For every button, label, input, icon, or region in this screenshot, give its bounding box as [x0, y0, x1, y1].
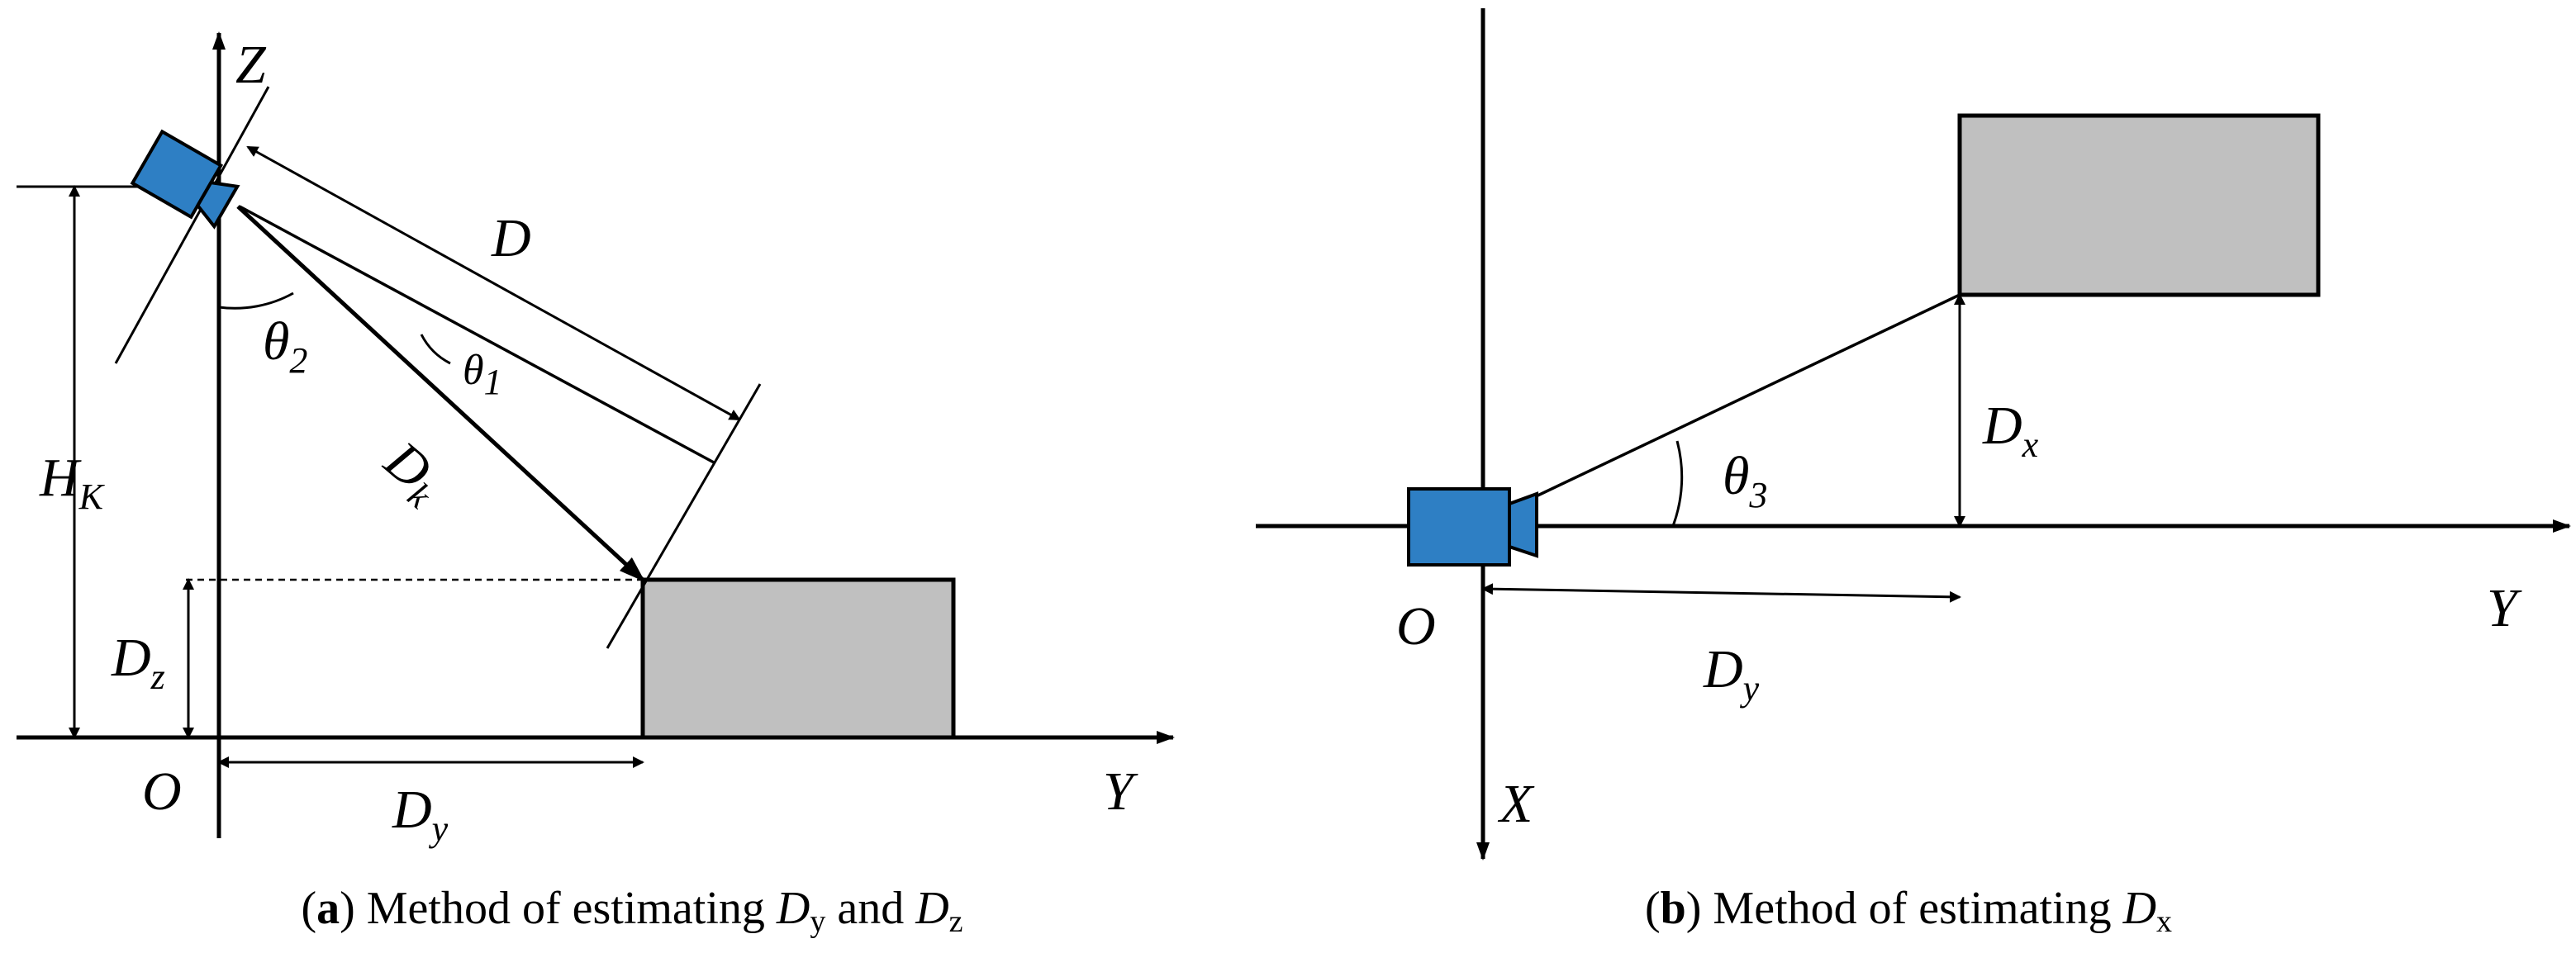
- Dk-arrow: [236, 205, 645, 582]
- caption-a: (a) Method of estimating Dy and Dz: [301, 883, 962, 939]
- panel-a: Z Y O D Dk θ1 θ2 HK Dz Dy (a) Method of …: [17, 31, 1175, 939]
- theta3-arc: [1671, 440, 1684, 527]
- camera-icon: [1407, 487, 1538, 567]
- theta3-label: θ3: [1723, 446, 1767, 515]
- theta2-arc: [218, 292, 294, 310]
- caption-b: (b) Method of estimating Dx: [1645, 883, 2172, 939]
- y-axis-label-b: Y: [2487, 578, 2522, 638]
- y-axis-label: Y: [1103, 761, 1138, 822]
- origin-label-b: O: [1396, 596, 1436, 657]
- camera-icon: [130, 129, 240, 230]
- object-box-b: [1957, 113, 2321, 297]
- theta1-arc: [420, 334, 451, 365]
- perpendicular-line-bottom: [606, 383, 762, 649]
- z-axis-label: Z: [235, 35, 267, 95]
- Dy-dimension-arrow-b: [1481, 583, 1961, 603]
- HK-label: HK: [39, 448, 106, 517]
- panel-b: Y X O θ3 Dx Dy (b) Method of estimating …: [1256, 8, 2571, 939]
- x-axis-label: X: [1497, 774, 1535, 834]
- perpendicular-line-top: [114, 86, 270, 364]
- Dy-label-b: Dy: [1703, 639, 1760, 709]
- Dx-label: Dx: [1982, 396, 2039, 465]
- Dy-label: Dy: [392, 780, 449, 849]
- Dz-label: Dz: [111, 628, 165, 697]
- view-line: [1532, 293, 1961, 500]
- D-dimension-arrow: [246, 145, 741, 421]
- Dk-label: Dk: [369, 429, 456, 517]
- D-label: D: [491, 208, 531, 268]
- theta1-label: θ1: [463, 347, 502, 402]
- object-box: [640, 577, 956, 740]
- origin-label: O: [142, 761, 182, 822]
- theta2-label: θ2: [263, 311, 307, 381]
